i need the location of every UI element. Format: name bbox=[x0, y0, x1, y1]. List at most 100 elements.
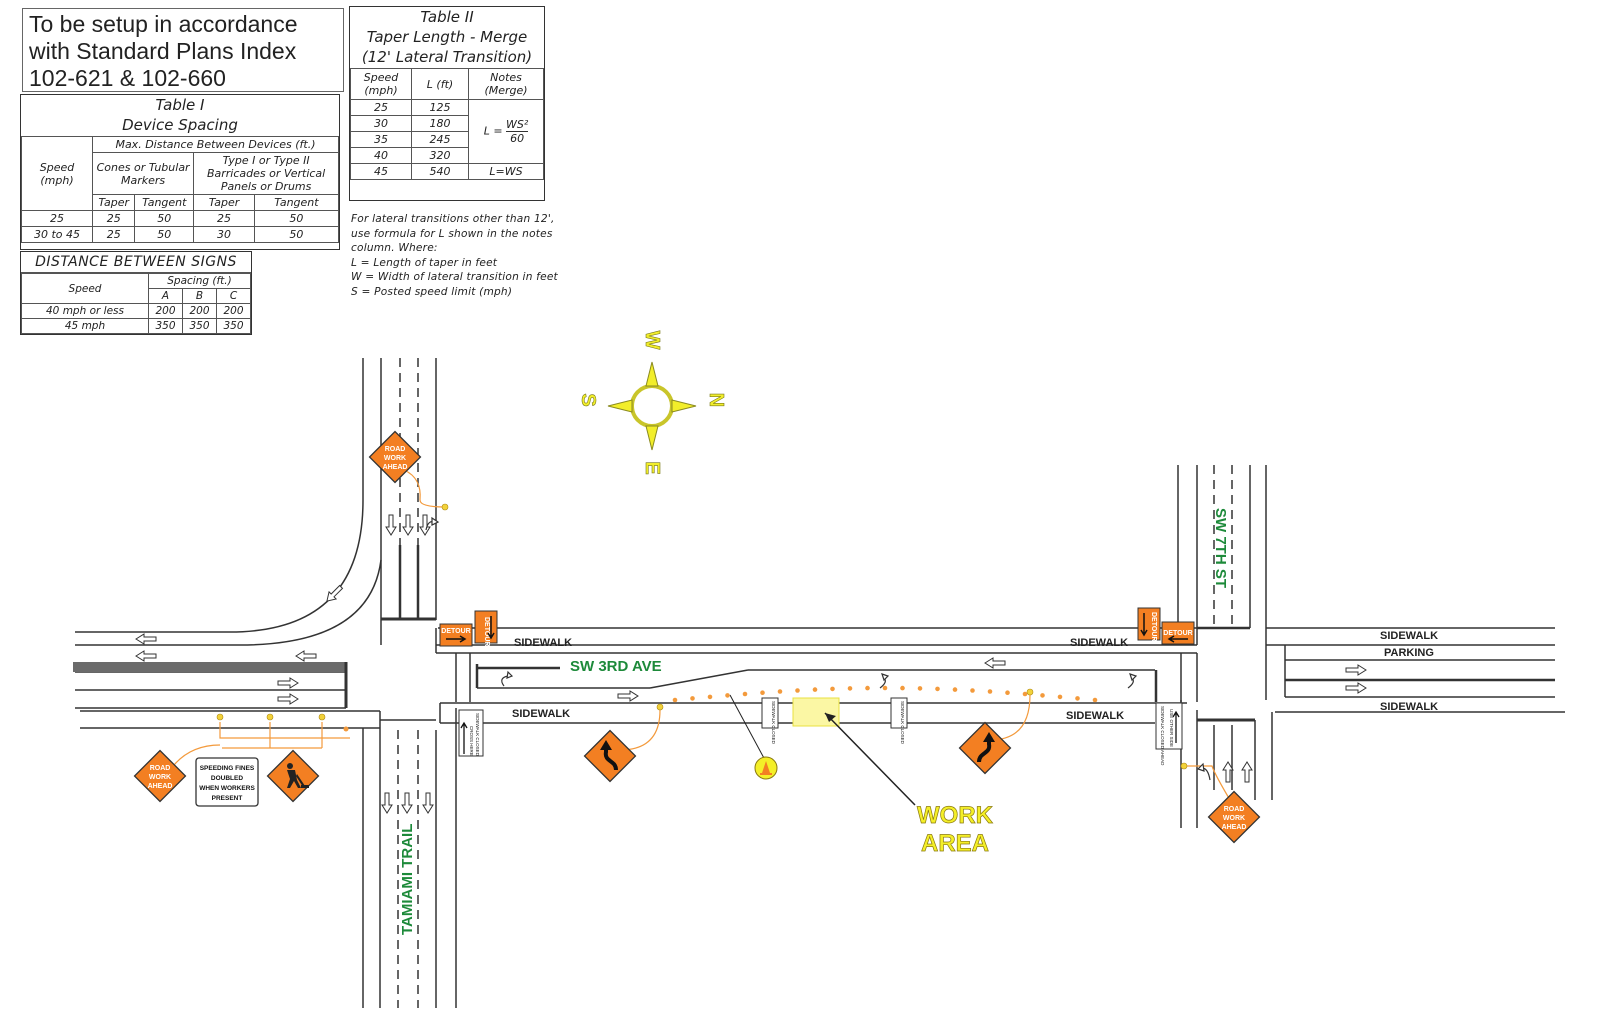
table-row: 45 mph 350 350 350 bbox=[21, 318, 251, 334]
table2-subtitle2: (12' Lateral Transition) bbox=[361, 48, 533, 66]
cone bbox=[970, 688, 975, 693]
sign-text: ROAD bbox=[385, 446, 406, 453]
work-area-zone bbox=[792, 697, 840, 727]
cone bbox=[812, 687, 818, 692]
cone bbox=[917, 686, 923, 691]
table-cell: 25 bbox=[193, 210, 255, 227]
table-cell: 45 mph bbox=[21, 318, 149, 334]
sign-text: DETOUR bbox=[1150, 612, 1157, 641]
road-work-ahead-sign: ROAD WORK AHEAD bbox=[1207, 790, 1261, 844]
table-device-spacing: Table I Device Spacing Speed (mph) Max. … bbox=[20, 94, 340, 250]
formula-numerator: WS² bbox=[506, 118, 529, 132]
sidewalk-label: SIDEWALK bbox=[512, 708, 570, 720]
sign-text: WORK bbox=[384, 455, 406, 462]
table-cell: 180 bbox=[411, 115, 469, 132]
sidewalk-closed-sign: SIDEWALK CLOSED bbox=[761, 697, 779, 745]
sign-text: DETOUR bbox=[1163, 630, 1192, 637]
cone bbox=[777, 689, 783, 694]
road-lines bbox=[73, 358, 1565, 1008]
street-label-tamiami: TAMIAMI TRAIL bbox=[399, 824, 416, 935]
work-area-label: WORK AREA bbox=[917, 802, 994, 858]
table2-notes-header: Notes (Merge) bbox=[468, 68, 544, 100]
turn-arrows bbox=[425, 516, 1211, 781]
cone bbox=[1022, 691, 1028, 697]
speeding-fines-sign: SPEEDING FINES DOUBLED WHEN WORKERS PRES… bbox=[195, 757, 259, 807]
table-cell: 350 bbox=[148, 318, 183, 334]
sign-text: SIDEWALK CLOSED bbox=[475, 713, 480, 757]
sign-text: WHEN WORKERS bbox=[199, 785, 255, 792]
reverse-curve-sign bbox=[958, 721, 1012, 775]
footnote-line: S = Posted speed limit (mph) bbox=[351, 285, 513, 298]
formula-lhs: L = bbox=[483, 124, 503, 138]
sign-text: USE OTHER SIDE bbox=[1169, 709, 1174, 747]
cone bbox=[742, 691, 748, 697]
footnote-line: For lateral transitions other than 12', bbox=[351, 213, 555, 225]
cone bbox=[343, 726, 349, 732]
detour-sign: DETOUR bbox=[1137, 607, 1161, 641]
sign-text: WORK bbox=[149, 774, 171, 781]
worker-sign bbox=[266, 749, 320, 803]
table1-speed-header: Speed (mph) bbox=[21, 136, 93, 211]
table1-tangent-header: Tangent bbox=[134, 194, 195, 211]
cone bbox=[760, 690, 765, 695]
compass-ring bbox=[630, 384, 674, 428]
detour-sign: DETOUR bbox=[1161, 621, 1195, 645]
table2-footnote: For lateral transitions other than 12', … bbox=[351, 212, 565, 299]
sign-text: AHEAD bbox=[1222, 824, 1247, 831]
table-row: 45 540 L=WS bbox=[350, 163, 544, 180]
sign-text: SIDEWALK CLOSED bbox=[900, 701, 905, 745]
table-cell: 25 bbox=[91, 226, 136, 243]
setup-note-line1: To be setup in accordance bbox=[29, 11, 298, 37]
table-taper-length: Table II Taper Length - Merge (12' Later… bbox=[349, 6, 545, 201]
road-work-ahead-sign: ROAD WORK AHEAD bbox=[133, 749, 187, 803]
compass-n-label: N bbox=[705, 393, 727, 407]
cone bbox=[935, 686, 940, 692]
compass-w-label: W bbox=[641, 331, 663, 350]
table-row: 25 25 50 25 50 bbox=[21, 210, 340, 227]
compass-s-label: S bbox=[577, 393, 599, 406]
light bbox=[441, 503, 449, 511]
sign-text: CROSS HERE bbox=[469, 726, 474, 756]
table-row: 40 320 bbox=[350, 147, 544, 164]
detour-sign: DETOUR bbox=[474, 610, 498, 646]
table1-cones-header: Cones or Tubular Markers bbox=[91, 152, 195, 195]
table-cell: 30 to 45 bbox=[21, 226, 93, 243]
pointer-arrowhead bbox=[825, 713, 836, 722]
table1-grid: Speed (mph) Max. Distance Between Device… bbox=[21, 136, 340, 243]
detour-signs: DETOUR DETOUR DETOUR DETOUR bbox=[439, 607, 1195, 647]
cone-taper bbox=[672, 685, 1098, 703]
sign-text: WORK bbox=[1223, 815, 1245, 822]
detour-sign: DETOUR bbox=[439, 623, 473, 647]
signs-table-title: DISTANCE BETWEEN SIGNS bbox=[21, 252, 251, 273]
table-row: 30 to 45 25 50 30 50 bbox=[21, 226, 340, 243]
table-row: 35 245 bbox=[350, 131, 544, 148]
sidewalk-label: SIDEWALK bbox=[514, 637, 572, 649]
light bbox=[1180, 762, 1188, 770]
table-cell: 45 bbox=[350, 163, 412, 180]
work-area-pointer bbox=[824, 712, 916, 806]
table-cell: L=WS bbox=[468, 163, 544, 180]
sign-text: DETOUR bbox=[483, 617, 490, 646]
street-labels: SW 3RD AVE SW 7TH ST TAMIAMI TRAIL bbox=[399, 508, 1229, 935]
reverse-curve-sign bbox=[583, 729, 637, 783]
setup-note: To be setup in accordance with Standard … bbox=[22, 8, 344, 92]
table-cell: 245 bbox=[411, 131, 469, 148]
sign-text: SIDEWALK CLOSED bbox=[771, 701, 776, 745]
footnote-line: use formula for L shown in the notes bbox=[351, 227, 553, 240]
table-cell: 50 bbox=[253, 226, 340, 243]
setup-note-line3: 102-621 & 102-660 bbox=[29, 65, 226, 91]
sign-text: DETOUR bbox=[441, 628, 470, 635]
curve-arrow-icon bbox=[977, 740, 992, 763]
light bbox=[216, 713, 224, 721]
cone bbox=[707, 694, 713, 700]
curve-arrow-icon bbox=[603, 748, 618, 771]
cone bbox=[1057, 694, 1063, 700]
cone bbox=[1005, 690, 1010, 695]
cone bbox=[865, 685, 870, 691]
table-cell: 30 bbox=[193, 226, 255, 243]
street-label-sw3rd: SW 3RD AVE bbox=[570, 658, 662, 675]
footnote-line: column. Where: bbox=[351, 242, 438, 254]
parking-label: PARKING bbox=[1384, 647, 1434, 659]
cone bbox=[725, 693, 730, 698]
sidewalk-closed-ahead-sign: SIDEWALK CLOSED AHEAD USE OTHER SIDE bbox=[1155, 702, 1183, 766]
